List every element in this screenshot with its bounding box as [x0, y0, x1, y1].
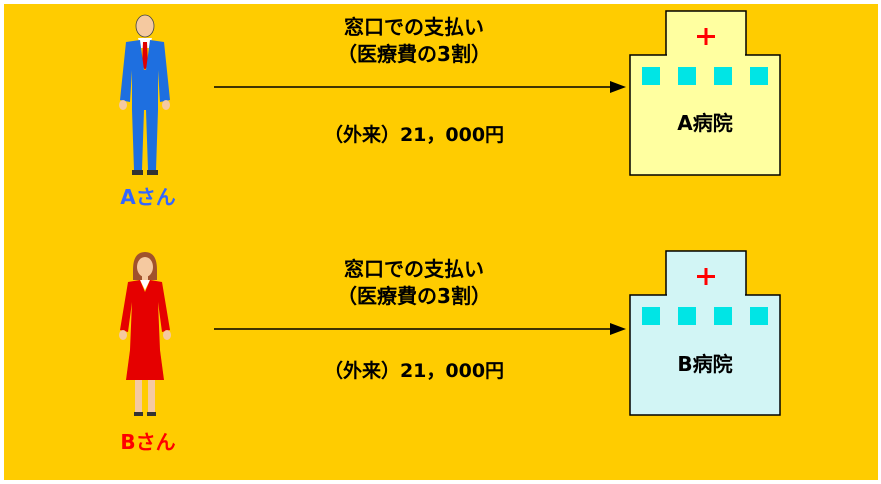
payment-arrow-a: [214, 81, 626, 93]
hospital-b-name: B病院: [677, 352, 733, 376]
person-b-label: Bさん: [120, 430, 176, 454]
businesswoman-icon: [119, 252, 171, 416]
person-a-label: Aさん: [120, 185, 176, 209]
caption-line-1: 窓口での支払い: [344, 257, 484, 281]
caption-line-2: （医療費の3割）: [337, 42, 491, 66]
caption-line-1: 窓口での支払い: [344, 15, 484, 39]
amount-a: （外来）21，000円: [323, 124, 505, 146]
hospital-a-icon: [629, 10, 781, 176]
payment-arrow-b: [214, 323, 626, 335]
amount-b: （外来）21，000円: [323, 360, 505, 382]
businessman-icon: [119, 14, 170, 175]
payment-caption-a: 窓口での支払い （医療費の3割）: [294, 14, 534, 68]
diagram-panel: Aさん 窓口での支払い （医療費の3割） （外来）21，000円 A病院: [4, 4, 878, 480]
row-person-b: Bさん 窓口での支払い （医療費の3割） （外来）21，000円 B病院: [4, 244, 878, 480]
caption-line-2: （医療費の3割）: [337, 284, 491, 308]
row-person-a: Aさん 窓口での支払い （医療費の3割） （外来）21，000円 A病院: [4, 4, 878, 240]
hospital-a-name: A病院: [677, 111, 733, 135]
hospital-b-icon: [629, 250, 781, 416]
payment-caption-b: 窓口での支払い （医療費の3割）: [294, 256, 534, 310]
